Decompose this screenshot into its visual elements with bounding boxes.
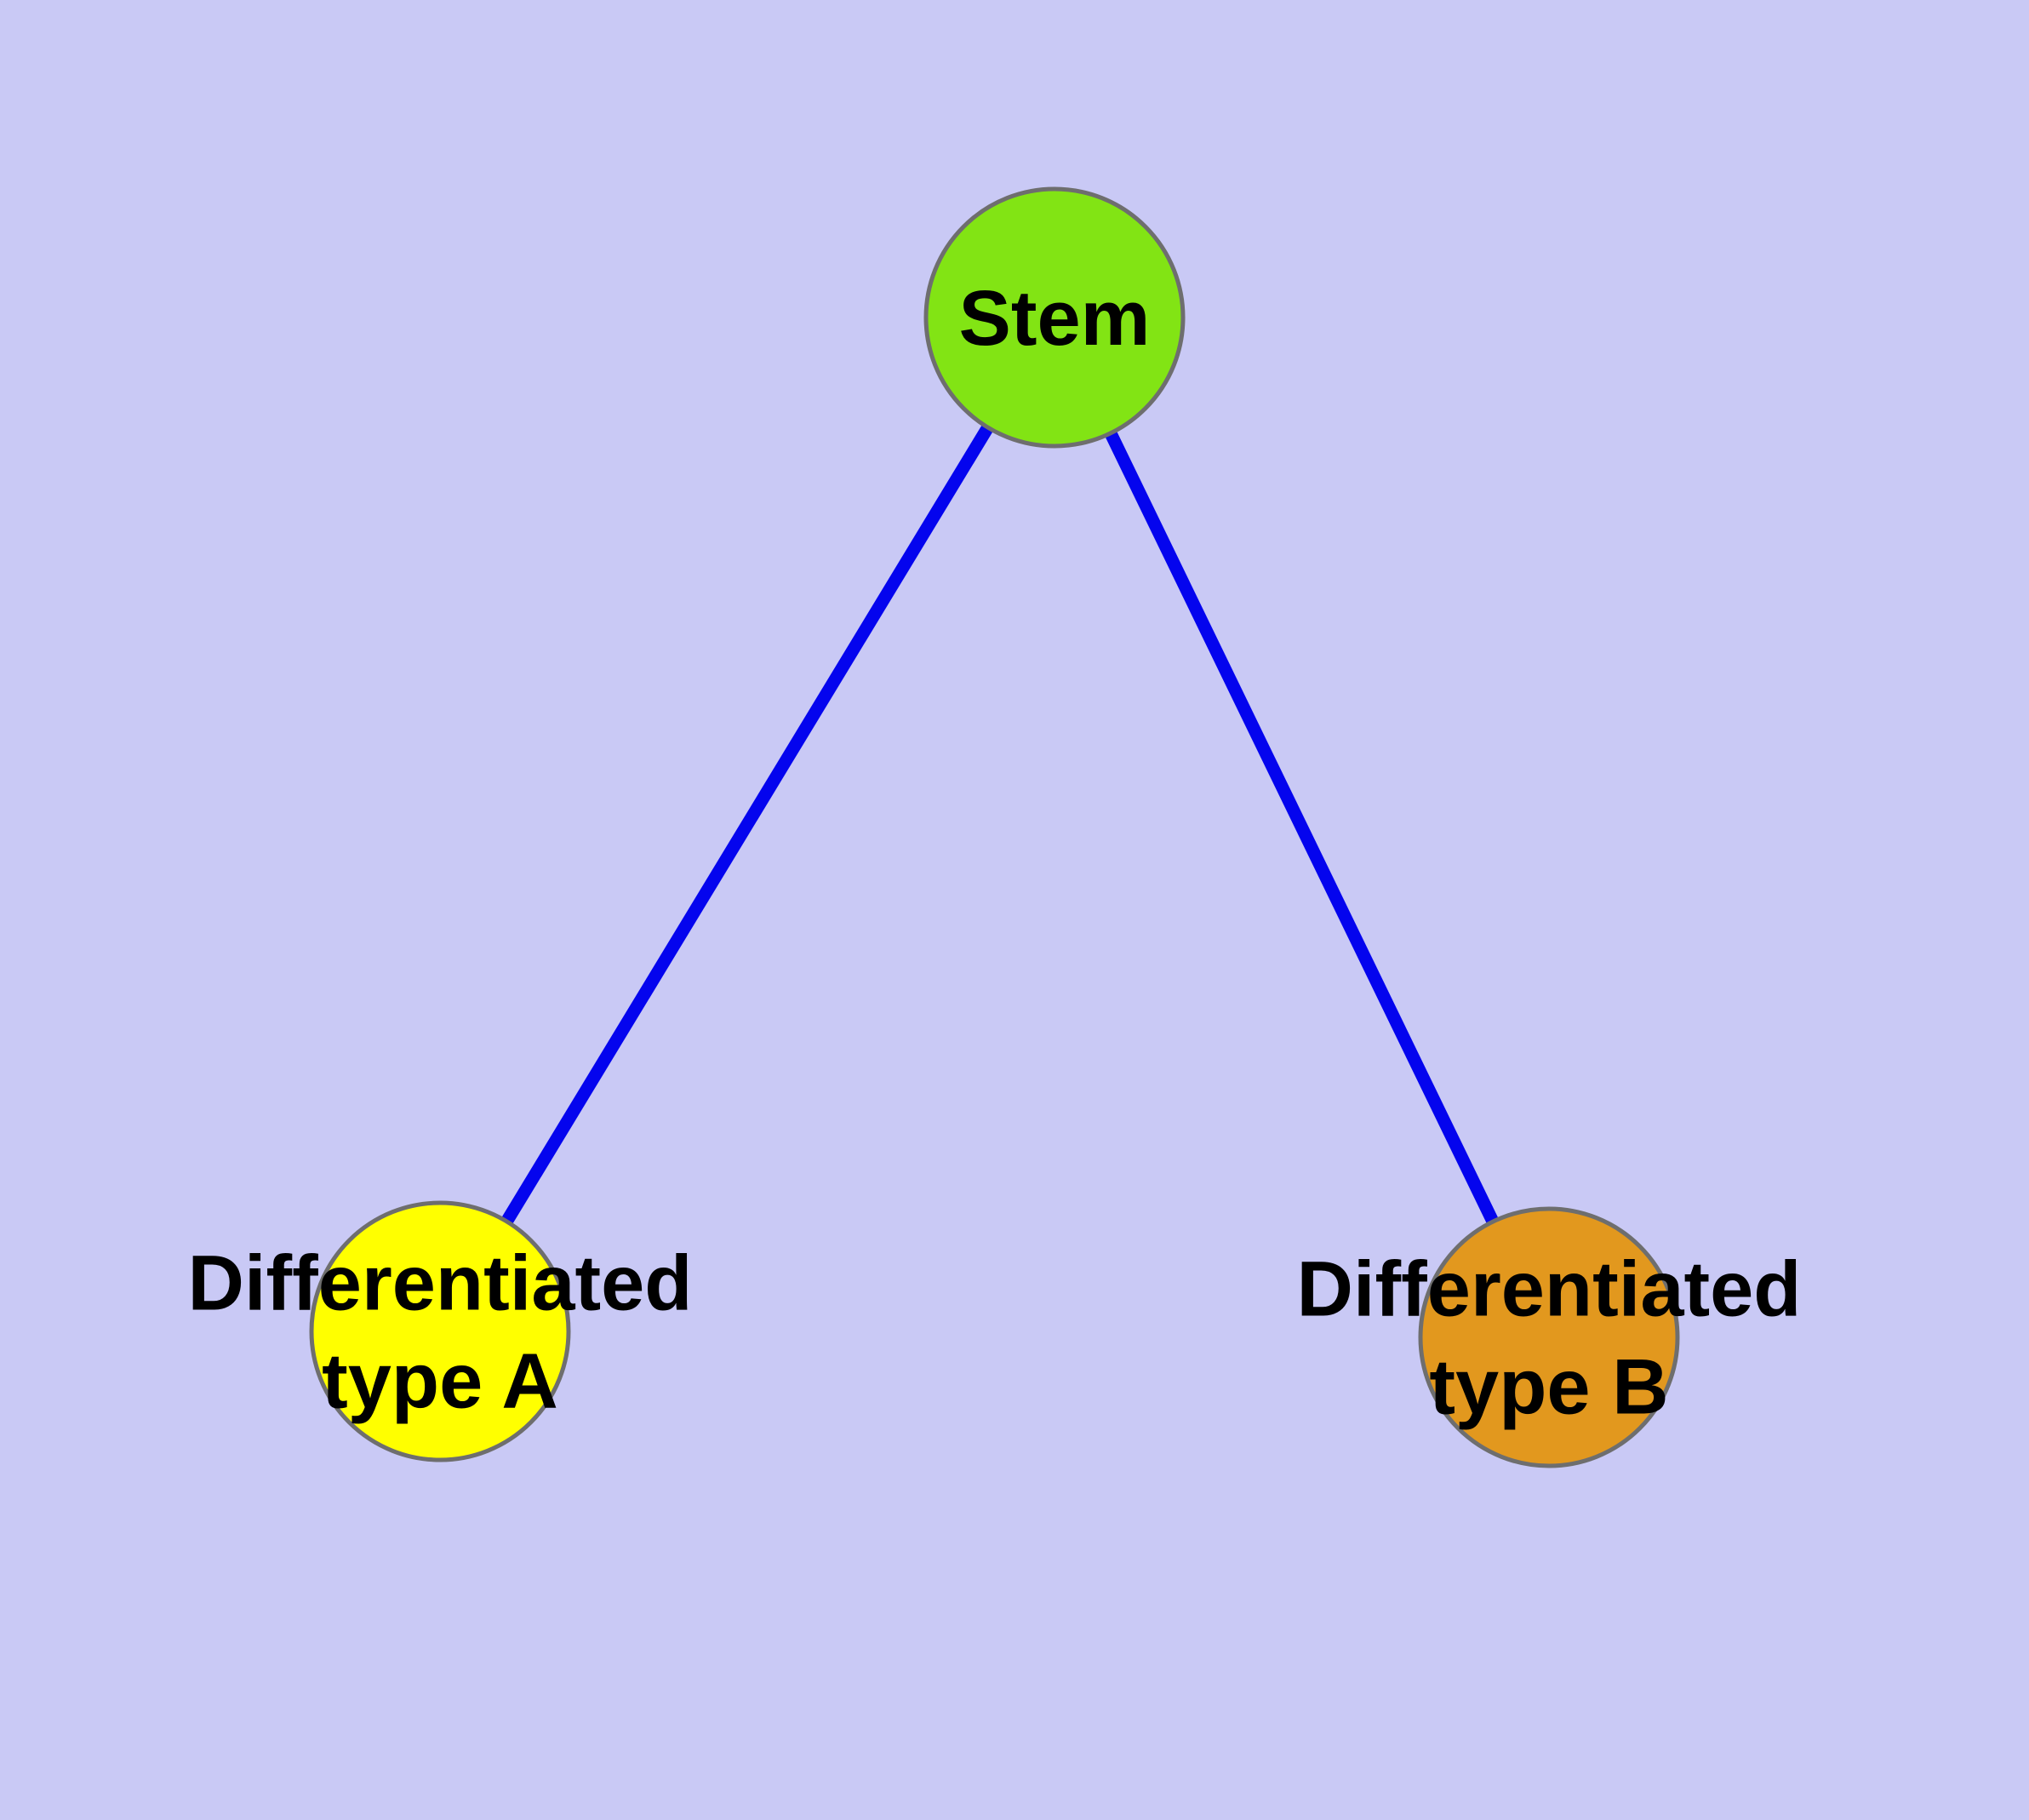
node-label-differentiated-type-b-line-2: type B (1429, 1344, 1668, 1431)
node-differentiated-type-a: Differentiated type A (188, 1200, 693, 1462)
edge-stem-to-differentiated-type-a (434, 314, 1060, 1335)
node-label-differentiated-type-a-line-1: Differentiated (188, 1240, 693, 1327)
edge-stem-to-differentiated-type-b (1049, 314, 1555, 1341)
node-stem: Stem (923, 186, 1186, 449)
node-circle-differentiated-type-b (1418, 1206, 1680, 1468)
node-label-differentiated-type-a-line-2: type A (322, 1338, 558, 1425)
node-differentiated-type-b: Differentiated type B (1297, 1206, 1802, 1468)
node-label-differentiated-type-b-line-1: Differentiated (1297, 1246, 1802, 1333)
node-circle-stem (923, 186, 1186, 449)
node-circle-differentiated-type-a (309, 1200, 571, 1462)
node-label-stem-line-1: Stem (959, 275, 1151, 362)
